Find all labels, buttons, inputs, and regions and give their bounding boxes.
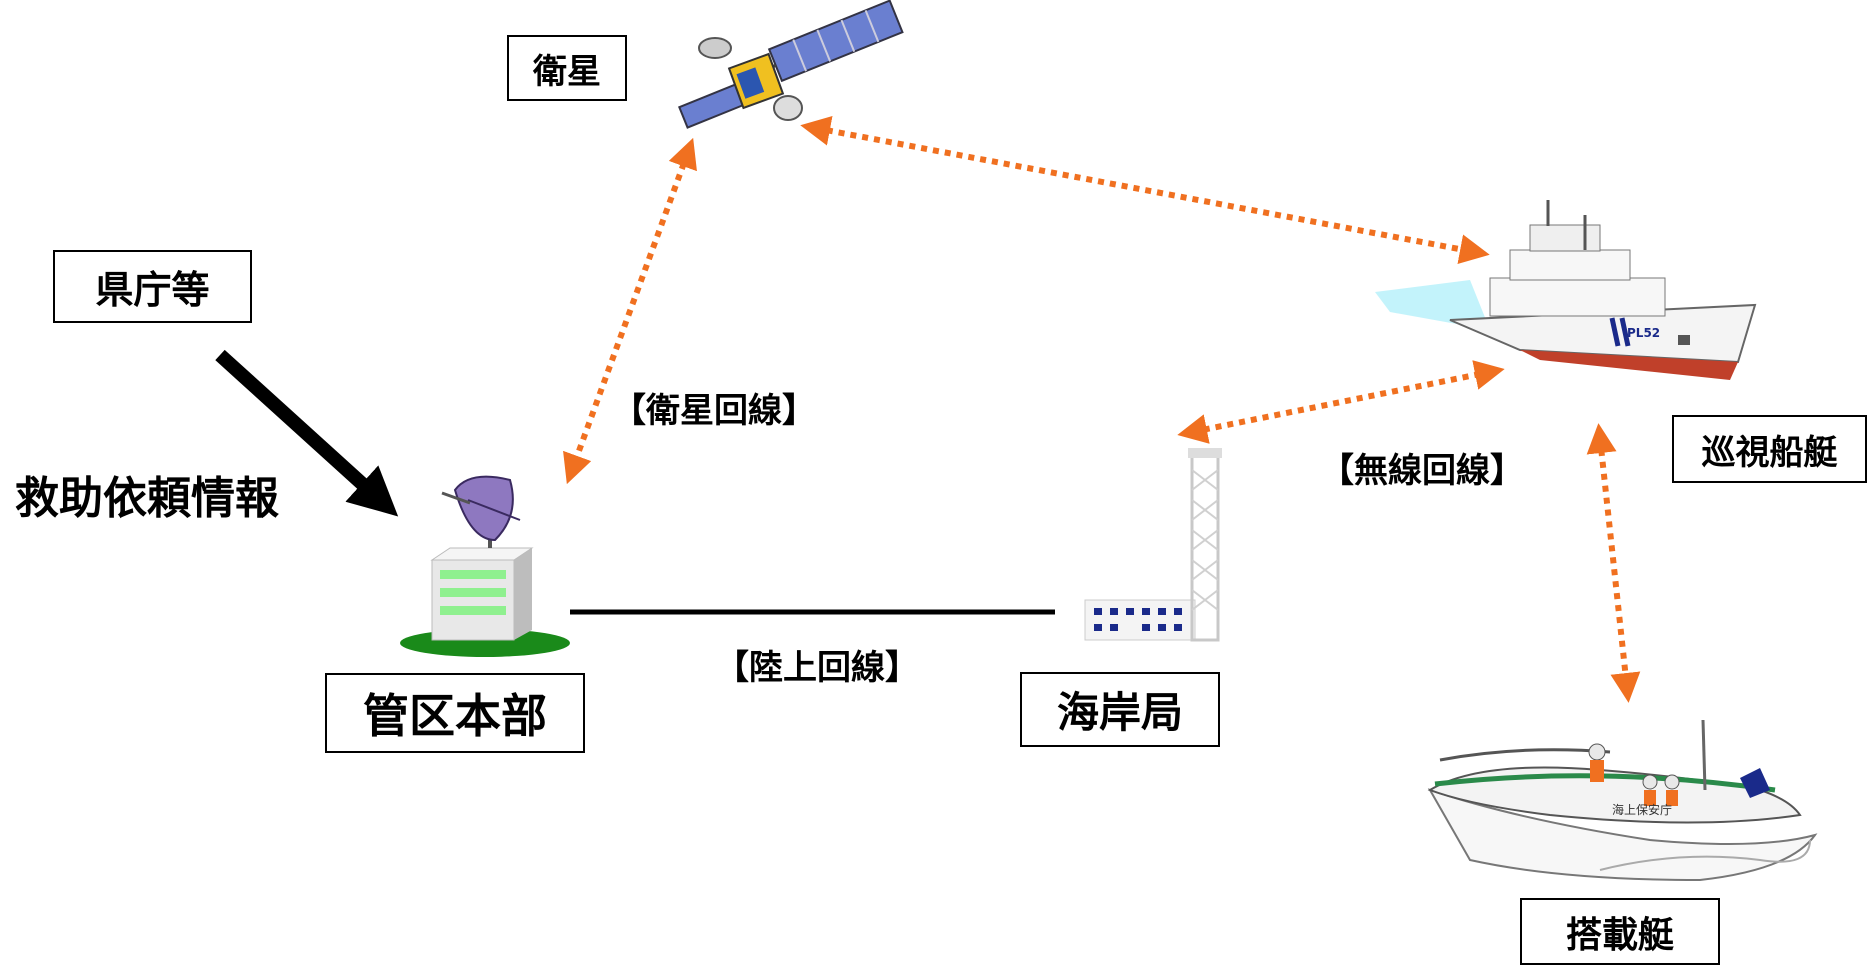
coast-ship-link: [1177, 360, 1505, 444]
boat-label: 搭載艇: [1520, 898, 1720, 965]
coast-station-icon: [1084, 448, 1222, 642]
satellite-label: 衛星: [507, 35, 627, 101]
prefecture-label: 県庁等: [53, 250, 252, 323]
coast-station-label: 海岸局: [1020, 672, 1220, 747]
ship-boat-link: [1586, 423, 1641, 703]
satellite-ship-link: [800, 116, 1490, 264]
satellite-hq-link: [563, 137, 697, 485]
ship-hull-number: PL52: [1627, 326, 1660, 340]
radio-line-label: 【無線回線】: [1320, 451, 1524, 491]
hq-label: 管区本部: [325, 673, 585, 753]
satellite-icon: [678, 0, 904, 129]
land-line-label: 【陸上回線】: [715, 648, 919, 688]
boat-hull-text: 海上保安庁: [1612, 802, 1672, 817]
patrol-ship-label: 巡視船艇: [1672, 415, 1867, 483]
boat-icon: 海上保安庁: [1427, 719, 1818, 882]
request-arrow: [215, 349, 399, 517]
rescue-request-label: 救助依頼情報: [15, 473, 279, 524]
patrol-ship-icon: PL52: [1375, 200, 1757, 380]
satellite-line-label: 【衛星回線】: [612, 391, 816, 431]
hq-building-icon: [400, 475, 570, 657]
